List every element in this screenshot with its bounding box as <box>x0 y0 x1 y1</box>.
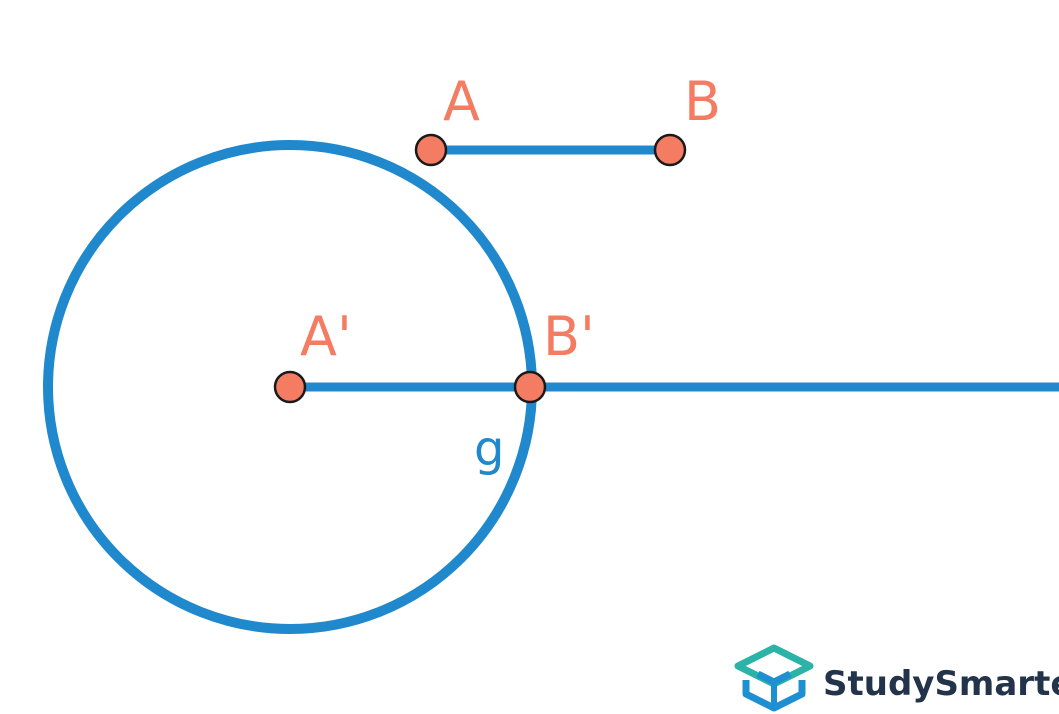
point-b[interactable] <box>653 133 687 167</box>
label-b-prime: B' <box>543 305 595 368</box>
logo: StudySmarter <box>734 644 1059 712</box>
point-a-prime[interactable] <box>273 370 307 404</box>
open-box-icon <box>734 644 814 712</box>
logo-text: StudySmarter <box>823 664 1059 704</box>
point-b-prime[interactable] <box>513 370 547 404</box>
point-a[interactable] <box>414 133 448 167</box>
label-circle-g: g <box>474 421 504 477</box>
label-a-prime: A' <box>300 305 352 368</box>
label-a: A <box>443 70 480 133</box>
label-b: B <box>684 70 721 133</box>
